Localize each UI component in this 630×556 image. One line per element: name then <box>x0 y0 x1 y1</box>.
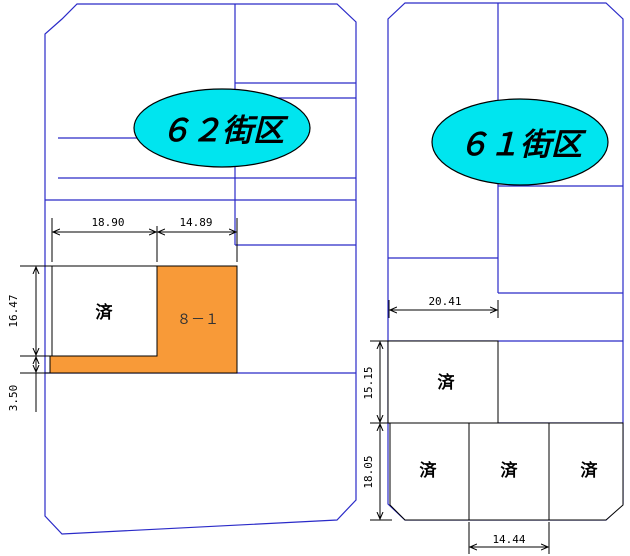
dim-left-width-1: 18.90 <box>91 216 124 229</box>
lot-62-sold-label: 済 <box>96 302 114 323</box>
dim-right-depth-2: 18.05 <box>362 455 375 488</box>
dim-right-width-bottom: 14.44 <box>492 533 525 546</box>
block-62-outline <box>44 3 357 535</box>
block-62-title: ６２街区 <box>160 113 289 149</box>
block-61-bubble <box>431 98 609 186</box>
lot-61-sold-bottom-1-label: 済 <box>420 460 438 481</box>
lot-62-sold[interactable] <box>51 265 158 357</box>
lot-61-sold-bottom-3-label: 済 <box>581 460 599 481</box>
lot-61-sold-upper-label: 済 <box>438 372 456 393</box>
lot-61-sold-bottom-1[interactable] <box>389 422 470 521</box>
dim-left-width-2: 14.89 <box>179 216 212 229</box>
lot-61-sold-upper[interactable] <box>387 340 499 424</box>
block-61-title: ６１街区 <box>458 127 587 163</box>
dim-left-depth-2: 3.50 <box>7 385 20 412</box>
dim-right-depth-1: 15.15 <box>362 366 375 399</box>
dims-62: 18.90 14.89 16.47 3.50 <box>7 216 238 412</box>
dim-left-depth-1: 16.47 <box>7 294 20 327</box>
dim-right-width-top: 20.41 <box>428 295 461 308</box>
block-62-bubble <box>133 88 311 168</box>
dims-61: 20.41 15.15 18.05 14.44 <box>362 295 550 554</box>
lot-8-1-label: ８－１ <box>177 312 219 328</box>
lot-61-sold-bottom-2-label: 済 <box>501 460 519 481</box>
lot-61-sold-bottom-3[interactable] <box>548 422 624 521</box>
